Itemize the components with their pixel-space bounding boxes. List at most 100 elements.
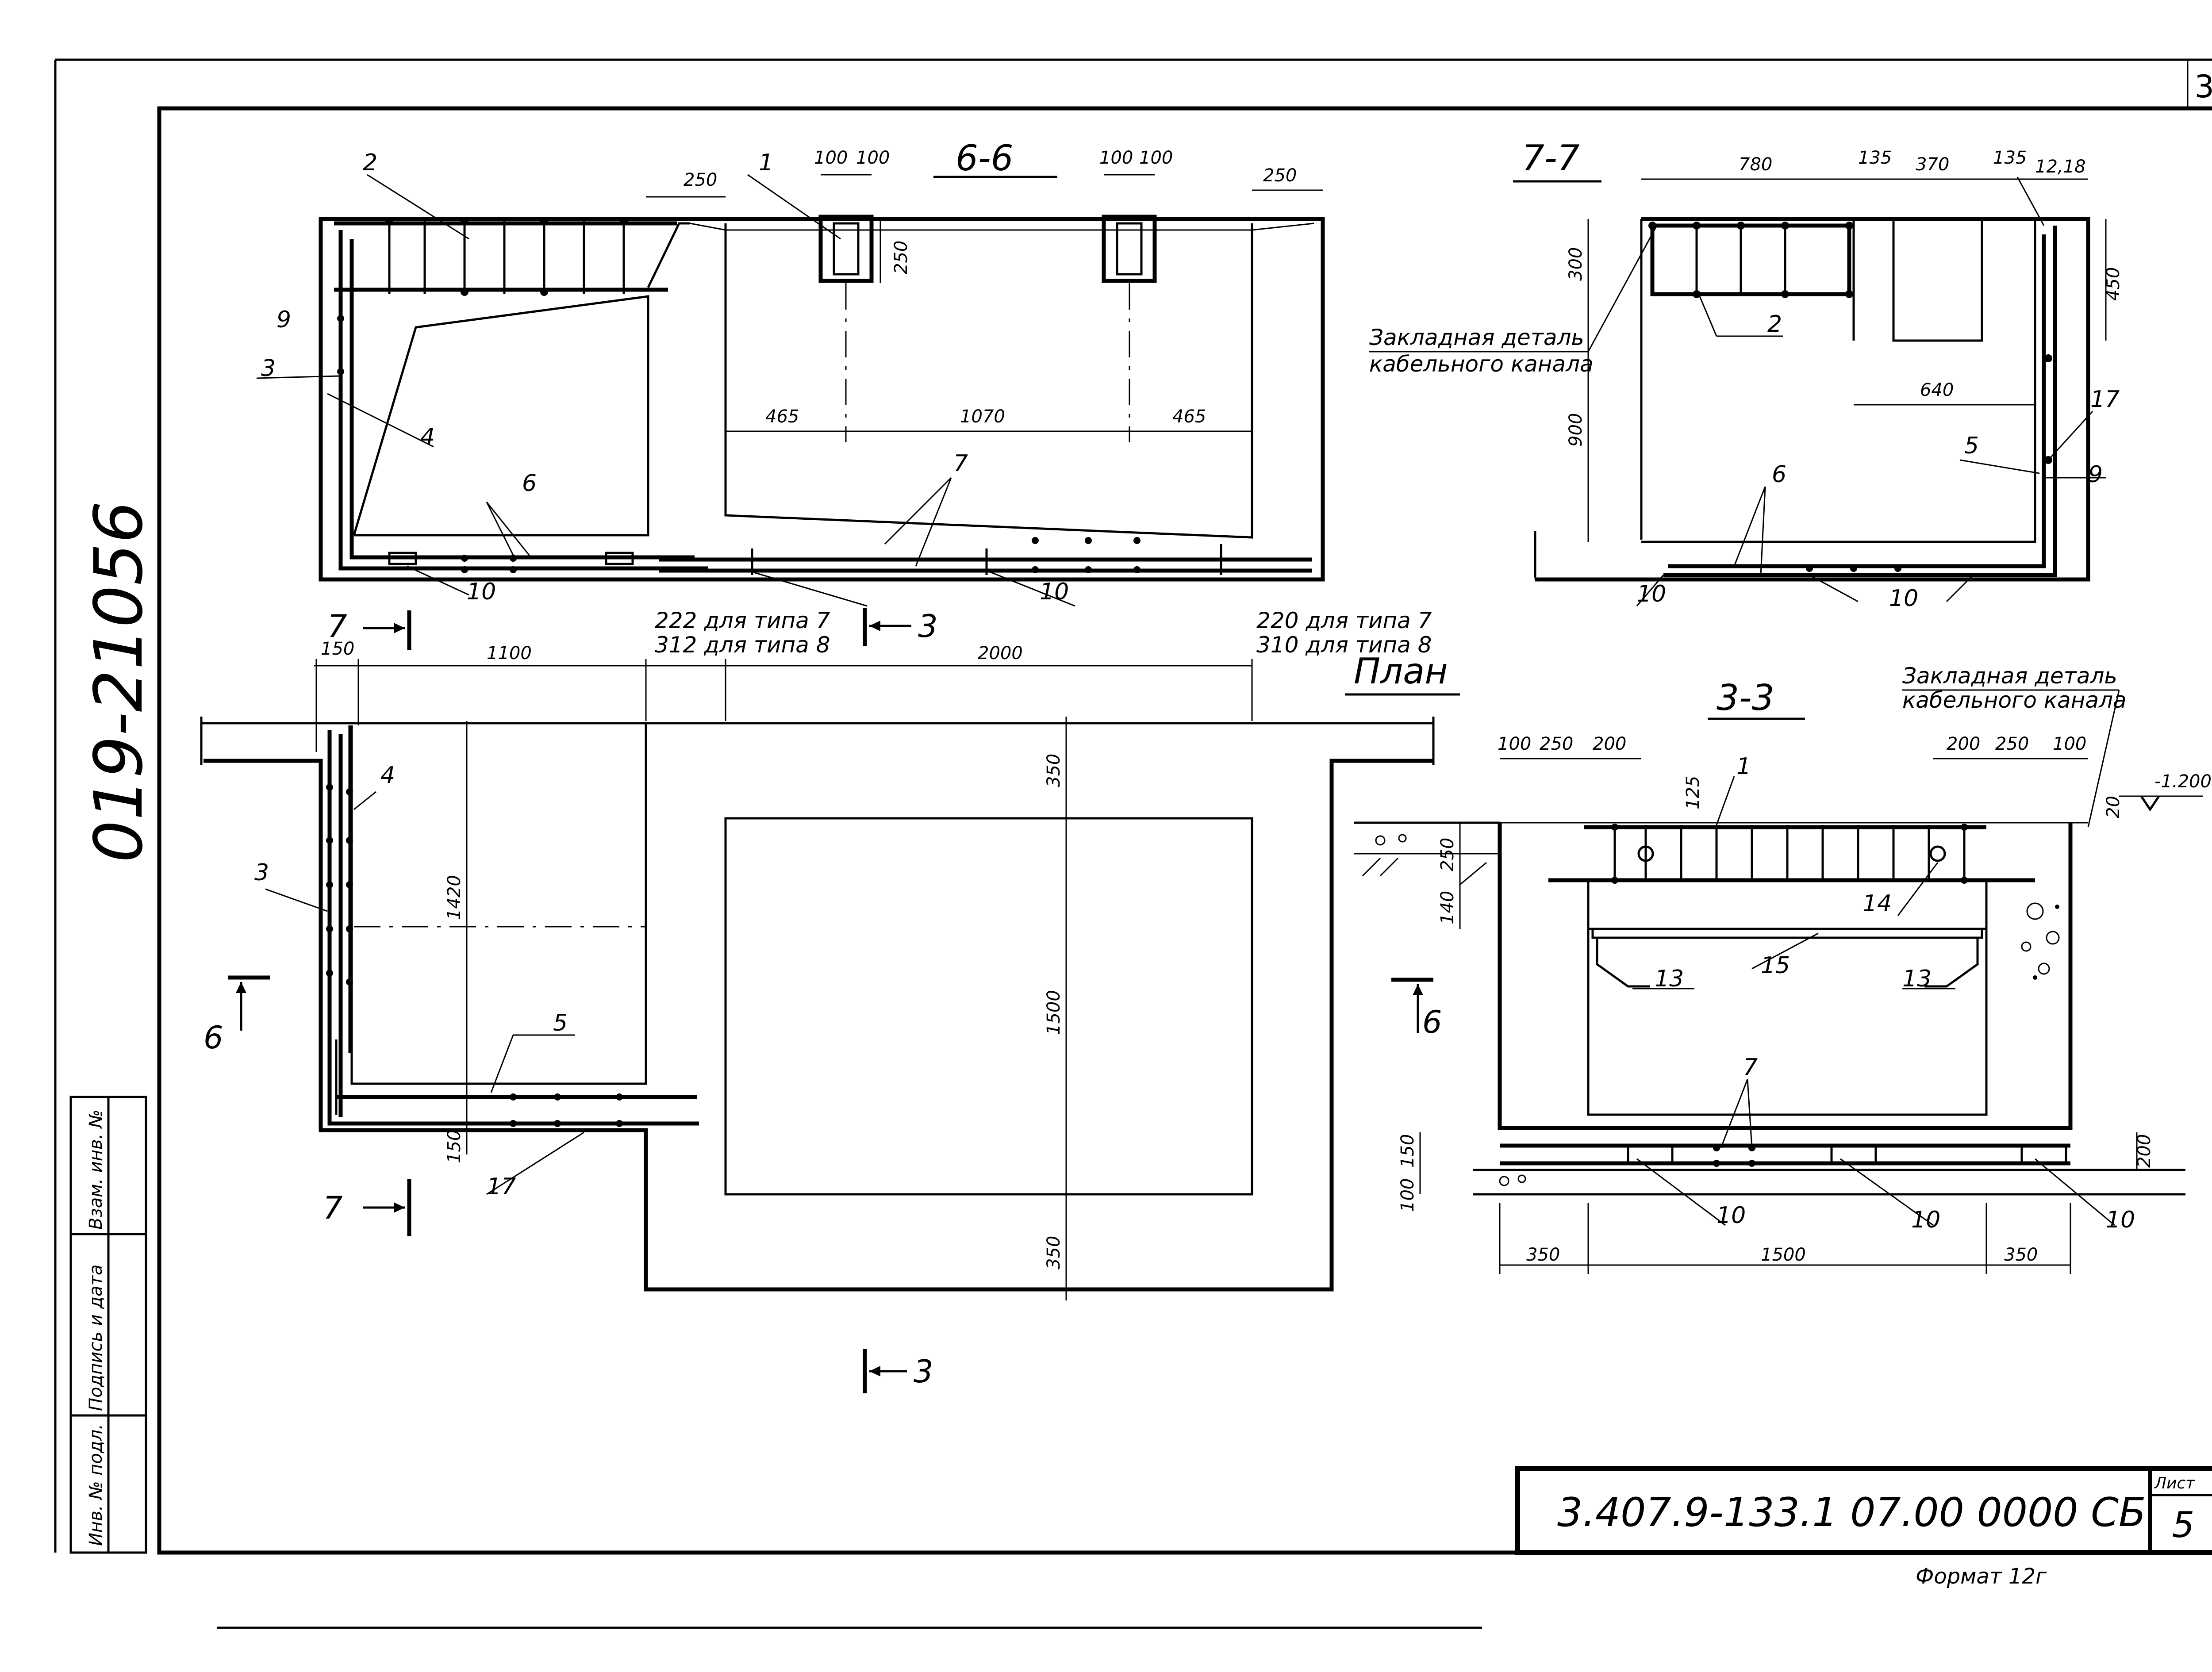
dim-33-200-c: 200 — [2134, 1134, 2154, 1168]
label-77-17: 17 — [2090, 386, 2120, 413]
bar-dots-7-7 — [1648, 222, 2052, 572]
dim-33-250-c: 250 — [1437, 838, 1458, 871]
leaders-plan — [265, 791, 584, 1195]
dim-33-350-b: 350 — [2004, 1245, 2038, 1265]
dim-33-125: 125 — [1683, 776, 1703, 809]
stamp-col-2: Подпись и дата — [86, 1265, 106, 1411]
dim-33-200-b: 200 — [1947, 734, 1980, 754]
plan-dim-150-left: 150 — [444, 1130, 465, 1163]
label-33-13-b: 13 — [1902, 966, 1932, 992]
label-33-14: 14 — [1863, 890, 1892, 917]
dim-900: 900 — [1566, 413, 1586, 447]
label-77-2: 2 — [1767, 311, 1782, 337]
plan-label-3: 3 — [254, 859, 269, 886]
title-block: 3.407.9-133.1 07.00 0000 СБ Лист 5 Форма… — [1515, 1466, 2212, 1589]
label-7: 7 — [953, 450, 968, 477]
dim-250-b: 250 — [891, 241, 911, 274]
dim-250-a: 250 — [684, 170, 717, 190]
cut-marker-3-bottom: 3 — [863, 1349, 933, 1393]
section-7-7: 7-7 780 135 37 — [1369, 138, 2124, 612]
dim-33-100-c: 100 — [1398, 1178, 1418, 1212]
dim-640: 640 — [1920, 380, 1954, 400]
label-33-10-b: 10 — [1911, 1207, 1940, 1233]
dim-33-1500: 1500 — [1761, 1245, 1806, 1265]
dim-33-100-b: 100 — [2053, 734, 2086, 754]
label-77-9: 9 — [2088, 461, 2103, 488]
dim-33-140: 140 — [1437, 891, 1458, 924]
note-33-line-1: Закладная деталь — [1902, 663, 2117, 689]
label-1: 1 — [759, 150, 773, 176]
label-77-10-a: 10 — [1637, 581, 1666, 607]
leaders-3-3 — [1632, 776, 2115, 1226]
plan-label-4: 4 — [380, 762, 395, 789]
cut-7-top-label: 7 — [327, 608, 347, 644]
plan-dim-2000: 2000 — [978, 643, 1023, 663]
cut-marker-3-top: 3 — [863, 608, 938, 646]
section-7-7-title: 7-7 — [1522, 138, 1580, 179]
plan-dim-350-bottom: 350 — [1044, 1236, 1064, 1269]
dim-33-250-b: 250 — [1995, 734, 2029, 754]
label-33-15: 15 — [1761, 952, 1790, 979]
note-77-line-1: Закладная деталь — [1369, 325, 1584, 350]
dim-33-100-a: 100 — [1498, 734, 1531, 754]
label-10-b: 10 — [1040, 579, 1069, 605]
cut-marker-7-bottom: 7 — [323, 1179, 411, 1236]
list-number: 5 — [2172, 1504, 2195, 1545]
note-33-line-2: кабельного канала — [1902, 687, 2127, 713]
side-code: 019-21056 — [81, 501, 157, 863]
dim-33-250-a: 250 — [1540, 734, 1573, 754]
label-6: 6 — [522, 470, 537, 497]
plan-dim-1100: 1100 — [487, 643, 532, 663]
dim-135-b: 135 — [1993, 148, 2027, 168]
dim-100-a: 100 — [814, 148, 848, 168]
plan-note-left-1: 222 для типа 7 — [655, 608, 830, 633]
label-33-1: 1 — [1736, 753, 1751, 780]
dim-33-350-a: 350 — [1526, 1245, 1560, 1265]
sheet-frame: 32 — [54, 58, 2212, 1629]
cut-3-top-label: 3 — [918, 608, 938, 644]
section-6-6-title: 6-6 — [956, 138, 1014, 179]
stirrups-3-3 — [1613, 825, 1966, 880]
bar-dots-6-6 — [337, 217, 1141, 573]
cut-6-left-label: 6 — [204, 1020, 223, 1056]
plan-note-right-1: 220 для типа 7 — [1256, 608, 1432, 633]
dim-135-a: 135 — [1858, 148, 1892, 168]
label-77-5: 5 — [1964, 433, 1979, 459]
cut-6-right-label: 6 — [1422, 1004, 1442, 1040]
cut-3-bottom-label: 3 — [914, 1354, 933, 1390]
label-77-10-b: 10 — [1889, 585, 1918, 612]
label-4: 4 — [420, 424, 435, 450]
level-mark: -1.200 — [2119, 771, 2212, 812]
dim-33-150: 150 — [1398, 1134, 1418, 1168]
dim-100-c: 100 — [1099, 148, 1133, 168]
side-code-text: 019-21056 — [81, 501, 157, 863]
page-number: 32 — [2194, 69, 2212, 105]
dim-465-b: 465 — [1172, 406, 1206, 427]
sheet-code: 3.407.9-133.1 07.00 0000 СБ — [1557, 1489, 2146, 1536]
label-3: 3 — [261, 355, 276, 382]
label-33-10-a: 10 — [1717, 1202, 1746, 1229]
dim-33-200-a: 200 — [1593, 734, 1626, 754]
dim-370: 370 — [1916, 154, 1949, 175]
dim-300: 300 — [1566, 247, 1586, 281]
plan-dim-150-top: 150 — [321, 639, 354, 659]
plan-title: План — [1354, 651, 1448, 692]
plan-label-17: 17 — [487, 1173, 516, 1200]
stamp-col-3: Взам. инв. № — [86, 1109, 106, 1230]
section-6-6: 6-6 — [256, 138, 1325, 607]
label-33-13-a: 13 — [1655, 966, 1684, 992]
label-33-7: 7 — [1743, 1054, 1758, 1081]
label-77-6: 6 — [1772, 461, 1786, 488]
list-label: Лист — [2154, 1474, 2195, 1492]
dim-100-d: 100 — [1139, 148, 1173, 168]
level-value: -1.200 — [2154, 771, 2212, 792]
dim-33-20: 20 — [2103, 796, 2124, 818]
label-12-18: 12,18 — [2035, 157, 2086, 177]
plan-dim-1500: 1500 — [1044, 990, 1064, 1035]
dim-250-c: 250 — [1263, 165, 1297, 186]
cut-marker-6-right: 6 — [1391, 978, 1442, 1040]
section-3-3-title: 3-3 — [1717, 677, 1774, 718]
dim-780: 780 — [1739, 154, 1772, 175]
gravel-texture — [1362, 834, 2060, 1186]
